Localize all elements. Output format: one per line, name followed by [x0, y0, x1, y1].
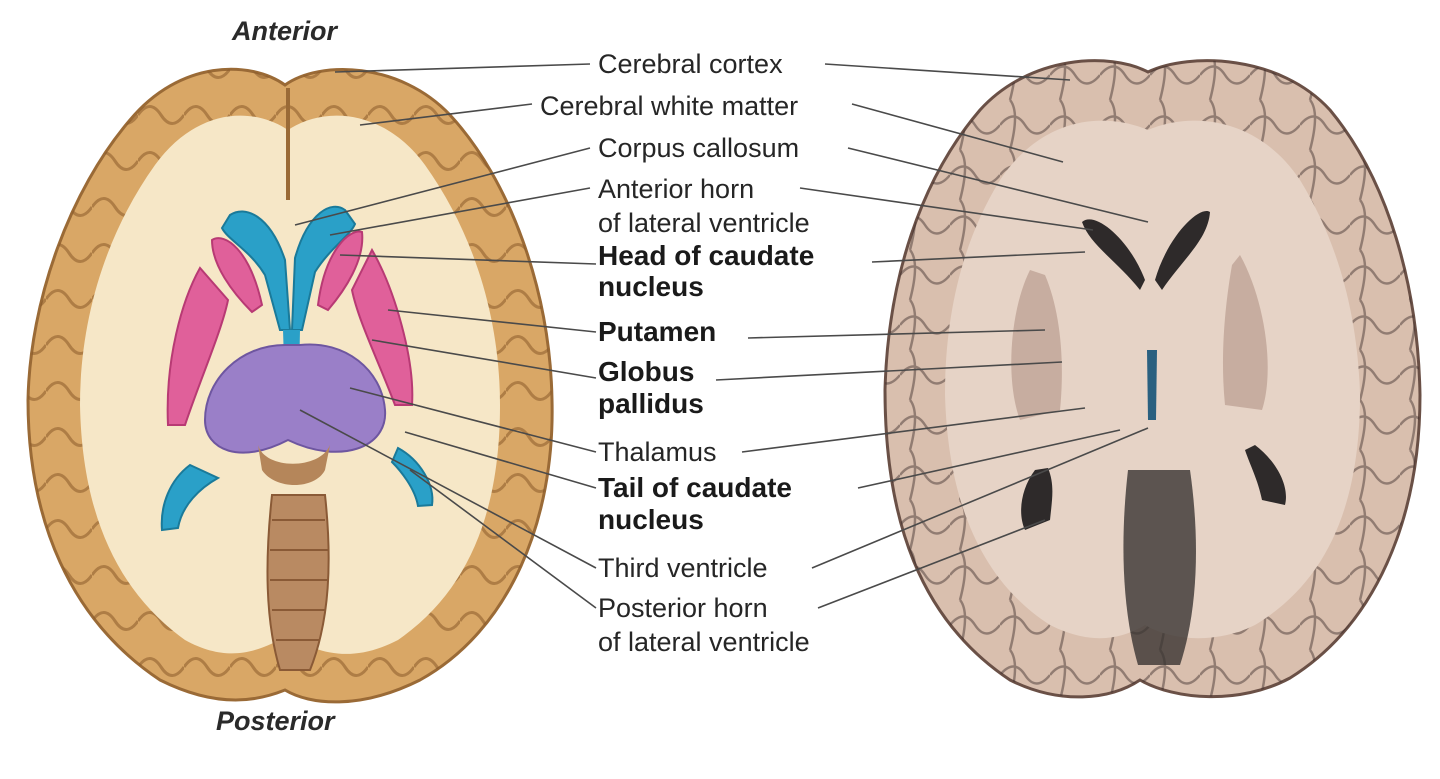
leader-head-caudate-right [871, 251, 1086, 263]
label-tail-caudate-line1: Tail of caudate [598, 472, 792, 503]
leader-third-ventricle [299, 409, 597, 569]
label-head-caudate-line1: Head of caudate [598, 240, 815, 271]
label-globus-line2: pallidus [598, 388, 704, 419]
anterior-label: Anterior [232, 16, 338, 46]
leader-thalamus [349, 387, 597, 453]
leader-anterior-horn [329, 187, 591, 236]
posterior-horn-right [390, 446, 434, 508]
specimen-posterior-horn-left [1021, 468, 1053, 530]
leader-anterior-horn-right [799, 187, 1094, 231]
leader-white-matter [359, 103, 533, 126]
leader-third-ventricle-right [811, 427, 1149, 569]
specimen-brain [883, 59, 1422, 699]
leader-corpus-callosum-right [847, 147, 1149, 223]
specimen-basal-ganglia-left [1011, 270, 1062, 420]
leader-cerebral-cortex [334, 63, 591, 73]
label-anterior-horn-line2: of lateral ventricle [598, 208, 810, 238]
caudate-head-right [316, 230, 364, 312]
specimen-basal-ganglia-right [1222, 255, 1268, 410]
leader-thalamus-right [741, 407, 1086, 453]
leader-white-matter-right [851, 103, 1064, 163]
specimen-ventricle-left [1082, 219, 1145, 290]
brainstem [266, 494, 330, 671]
leader-globus [371, 339, 597, 379]
putamen-right [350, 247, 414, 406]
label-tail-caudate-line2: nucleus [598, 504, 704, 535]
thalamus-shape [203, 343, 387, 454]
label-head-caudate-line2: nucleus [598, 271, 704, 302]
label-cerebral-cortex: Cerebral cortex [598, 49, 783, 79]
specimen-third-ventricle [1147, 350, 1157, 420]
leader-tail-caudate [404, 431, 597, 489]
leader-tail-caudate-right [857, 429, 1121, 489]
label-thalamus: Thalamus [598, 437, 717, 467]
midbrain [258, 445, 330, 485]
label-posterior-horn-line2: of lateral ventricle [598, 627, 810, 657]
label-posterior-horn-line1: Posterior horn [598, 593, 768, 623]
caudate-head-left [210, 237, 264, 314]
label-corpus-callosum: Corpus callosum [598, 133, 800, 163]
leader-head-caudate [339, 254, 597, 265]
posterior-label: Posterior [216, 706, 335, 736]
posterior-horn-left [160, 463, 221, 532]
putamen-left [166, 266, 230, 426]
brainstem-striations [270, 519, 328, 641]
leader-putamen [387, 309, 597, 333]
leader-posterior-horn-right [817, 519, 1046, 609]
leader-posterior-horn [409, 469, 597, 609]
leader-putamen-right [747, 329, 1046, 339]
label-third-ventricle: Third ventricle [598, 553, 768, 583]
specimen-ventricle-right [1155, 210, 1210, 290]
label-putamen: Putamen [598, 316, 717, 347]
leader-globus-right [715, 361, 1063, 381]
specimen-posterior-horn-right [1245, 445, 1286, 505]
leader-corpus-callosum [294, 147, 591, 226]
illustrated-brain [26, 67, 554, 704]
leader-cerebral-cortex-right [824, 63, 1071, 81]
label-cerebral-white-matter: Cerebral white matter [540, 91, 799, 121]
specimen-brainstem [1123, 470, 1196, 665]
label-anterior-horn-line1: Anterior horn [598, 174, 755, 204]
leader-lines [294, 63, 1149, 609]
label-globus-line1: Globus [598, 356, 695, 387]
